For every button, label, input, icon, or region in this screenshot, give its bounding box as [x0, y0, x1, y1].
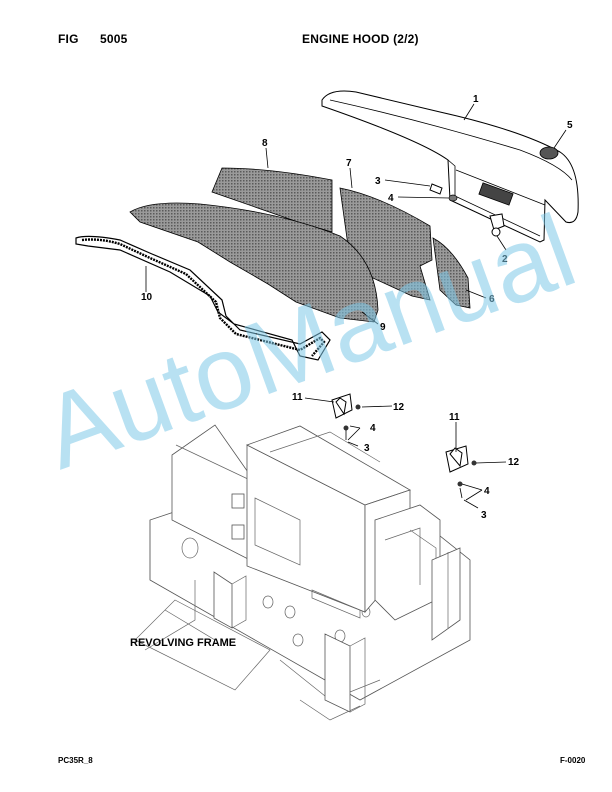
- leader-lines: [145, 103, 567, 509]
- callout-12-left: 12: [393, 402, 405, 413]
- callout-8: 8: [262, 138, 268, 149]
- callout-5: 5: [567, 120, 573, 131]
- callout-7: 7: [346, 158, 352, 169]
- engine-hood-part-1: [321, 90, 579, 243]
- pad-part-9: [129, 202, 379, 323]
- seal-part-10: [75, 235, 331, 361]
- callout-12-right: 12: [508, 457, 520, 468]
- fig-label: FIG: [58, 32, 79, 46]
- callout-11-right: 11: [449, 412, 460, 423]
- callout-4-right: 4: [484, 486, 490, 497]
- revolving-frame-label: REVOLVING FRAME: [130, 637, 236, 649]
- callout-11-left: 11: [292, 392, 303, 403]
- callout-10: 10: [141, 292, 153, 303]
- callout-2: 2: [502, 254, 508, 265]
- hood-bolt-washer: [429, 183, 458, 202]
- fig-number: 5005: [100, 32, 128, 46]
- hinge-right-part-11: [445, 445, 477, 499]
- rubber-cap-part-5: [539, 146, 559, 160]
- callout-1: 1: [473, 94, 479, 105]
- callout-9: 9: [380, 322, 386, 333]
- callout-3-right: 3: [481, 510, 487, 521]
- callout-4-left: 4: [370, 423, 376, 434]
- callout-3: 3: [375, 176, 381, 187]
- pad-part-8: [211, 167, 333, 233]
- callout-4: 4: [388, 193, 394, 204]
- revolving-frame: [134, 424, 471, 721]
- callout-3-left: 3: [364, 443, 370, 454]
- page-title: ENGINE HOOD (2/2): [302, 32, 419, 46]
- hinge-left-part-11: [331, 393, 361, 440]
- footer-code: F-0020: [560, 756, 586, 765]
- pad-part-6: [432, 237, 471, 309]
- callout-6: 6: [489, 294, 495, 305]
- lock-part-2: [489, 213, 505, 237]
- footer-model: PC35R_8: [58, 756, 93, 765]
